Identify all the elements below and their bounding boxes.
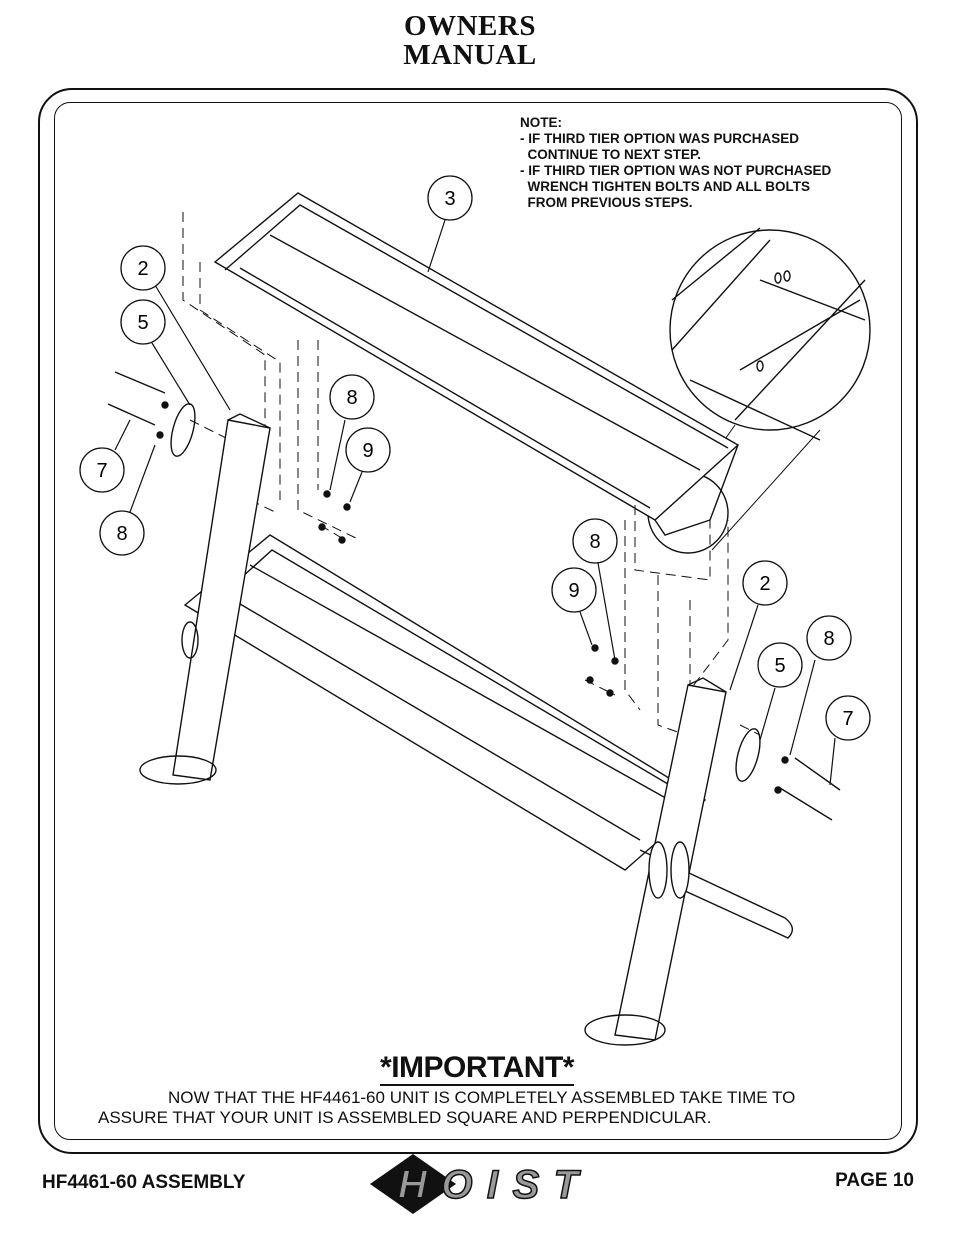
callout-8: 8 bbox=[572, 518, 618, 564]
note-line: - IF THIRD TIER OPTION WAS PURCHASED bbox=[520, 131, 800, 146]
callout-2: 2 bbox=[742, 560, 788, 606]
callout-5: 5 bbox=[757, 642, 803, 688]
note-line: - IF THIRD TIER OPTION WAS NOT PURCHASED bbox=[520, 163, 832, 178]
important-line-2: ASSURE THAT YOUR UNIT IS ASSEMBLED SQUAR… bbox=[98, 1108, 712, 1127]
footer-assembly-label: HF4461-60 ASSEMBLY bbox=[42, 1172, 246, 1193]
note-line: NOTE: bbox=[520, 115, 562, 130]
callout-number: 7 bbox=[96, 460, 107, 482]
page-number: PAGE 10 bbox=[835, 1170, 914, 1191]
alignment-guides bbox=[182, 212, 761, 741]
callout-number: 7 bbox=[842, 708, 853, 730]
important-heading: *IMPORTANT* bbox=[0, 1051, 954, 1086]
left-post bbox=[139, 413, 271, 785]
rear-crossbar bbox=[639, 849, 793, 939]
callout-5: 5 bbox=[120, 299, 166, 345]
callout-number: 5 bbox=[137, 312, 148, 334]
top-shelf bbox=[213, 192, 740, 536]
callout-number: 5 bbox=[774, 655, 785, 677]
page-frame-outer bbox=[38, 88, 918, 1154]
right-post bbox=[584, 677, 727, 1046]
callout-number: 8 bbox=[823, 628, 834, 650]
callout-number: 2 bbox=[759, 573, 770, 595]
callout-number: 3 bbox=[444, 188, 455, 210]
page-frame-inner bbox=[54, 102, 902, 1140]
important-heading-text: *IMPORTANT* bbox=[380, 1051, 574, 1086]
note-line: FROM PREVIOUS STEPS. bbox=[520, 195, 693, 210]
title-line-2: MANUAL bbox=[403, 39, 537, 71]
important-line-1: NOW THAT THE HF4461-60 UNIT IS COMPLETEL… bbox=[168, 1088, 796, 1107]
assembly-note: NOTE: - IF THIRD TIER OPTION WAS PURCHAS… bbox=[520, 115, 831, 211]
callout-8: 8 bbox=[329, 374, 375, 420]
callout-9: 9 bbox=[345, 427, 391, 473]
title-line-1: OWNERS bbox=[404, 10, 536, 42]
svg-text:HOIST: HOIST bbox=[398, 1163, 582, 1207]
important-text: NOW THAT THE HF4461-60 UNIT IS COMPLETEL… bbox=[98, 1088, 795, 1128]
callout-8: 8 bbox=[99, 510, 145, 556]
hoist-logo-graphic: HOIST bbox=[370, 1154, 582, 1214]
callout-number: 8 bbox=[116, 523, 127, 545]
callout-number: 9 bbox=[362, 440, 373, 462]
callout-2: 2 bbox=[120, 245, 166, 291]
callout-3: 3 bbox=[427, 175, 473, 221]
callout-7: 7 bbox=[79, 447, 125, 493]
note-line: CONTINUE TO NEXT STEP. bbox=[520, 147, 702, 162]
callout-7: 7 bbox=[825, 695, 871, 741]
callout-9: 9 bbox=[551, 567, 597, 613]
hoist-logo: HOIST bbox=[368, 1152, 588, 1221]
callout-number: 9 bbox=[568, 580, 579, 602]
callout-number: 8 bbox=[589, 531, 600, 553]
brackets-bolts bbox=[107, 371, 841, 821]
detail-magnifier bbox=[647, 227, 871, 554]
leader-lines bbox=[114, 219, 836, 786]
note-line: WRENCH TIGHTEN BOLTS AND ALL BOLTS bbox=[520, 179, 810, 194]
callout-8: 8 bbox=[806, 615, 852, 661]
callout-number: 2 bbox=[137, 258, 148, 280]
callout-number: 8 bbox=[346, 387, 357, 409]
